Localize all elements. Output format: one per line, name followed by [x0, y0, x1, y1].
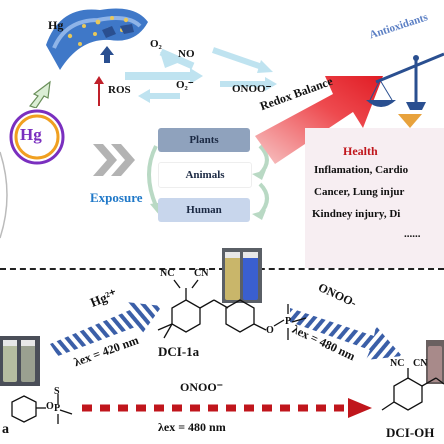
ros-label: ROS — [108, 84, 131, 96]
left-ring-graphic — [0, 151, 8, 239]
o2-minus-label: O₂⁻ — [176, 79, 194, 91]
hg-top-label: Hg — [48, 18, 64, 32]
animals-card: Animals — [158, 162, 252, 188]
dci1a-p-label: P — [285, 316, 292, 327]
ros-arrows-graphic — [125, 47, 277, 103]
health-panel — [305, 128, 444, 268]
ros-up-arrow-icon — [94, 76, 104, 106]
human-card: Human — [158, 198, 250, 222]
onoo-top-label: ONOO⁻ — [232, 83, 272, 95]
hg-circle-label: Hg — [20, 125, 42, 144]
health-line-4: ...... — [404, 228, 421, 240]
health-line-2: Cancer, Lung injur — [314, 186, 405, 198]
plants-card: Plants — [158, 128, 250, 152]
health-line-3: Kindney injury, Di — [312, 208, 401, 220]
no-label: NO — [178, 48, 195, 60]
animals-label: Animals — [185, 169, 225, 181]
hg-circle-graphic — [9, 109, 65, 165]
probe-p-label: P — [54, 403, 61, 414]
dci1a-structure — [157, 279, 307, 340]
dcioh-nc-label: NC — [390, 358, 405, 369]
exposure-chevron-icon — [93, 144, 135, 176]
probe-s-label: S — [54, 386, 60, 397]
dci1a-cn-right: CN — [194, 268, 209, 279]
onoo-hatched-arrow — [290, 308, 402, 360]
antioxidants-graphic — [366, 52, 444, 128]
dci1a-o-label: O — [266, 325, 274, 336]
dcioh-cn-label: CN — [413, 358, 428, 369]
hg2-hatched-arrow — [50, 302, 162, 356]
probe-partial-label: a — [2, 422, 9, 437]
cycle-arrows-graphic — [147, 144, 269, 220]
red-dashed-arrow — [82, 398, 372, 418]
health-title: Health — [343, 144, 378, 158]
vial-photo-left — [0, 336, 40, 386]
dci1a-label: DCI-1a — [158, 344, 200, 359]
hg-particle-graphic — [46, 8, 148, 70]
probe-o-label: O — [46, 401, 54, 412]
probe-structure — [11, 394, 73, 424]
health-line-1: Inflamation, Cardio — [314, 164, 409, 176]
green-arrow-icon — [28, 80, 51, 108]
onoo-mid-label: ONOO⁻ — [180, 380, 224, 394]
o2-label: O₂ — [150, 38, 162, 50]
vial-photo-right — [426, 340, 444, 384]
dcioh-structure — [381, 368, 444, 411]
plants-label: Plants — [189, 134, 219, 146]
dci1a-cn-left: NC — [160, 268, 175, 279]
human-label: Human — [186, 204, 222, 216]
exposure-label: Exposure — [90, 190, 143, 205]
lex480-label: λex = 480 nm — [158, 420, 226, 434]
redox-balance-arrow — [255, 76, 383, 164]
dcioh-label: DCI-OH — [386, 425, 435, 440]
up-arrow-icon — [100, 46, 114, 63]
vial-photo-middle — [222, 248, 262, 303]
